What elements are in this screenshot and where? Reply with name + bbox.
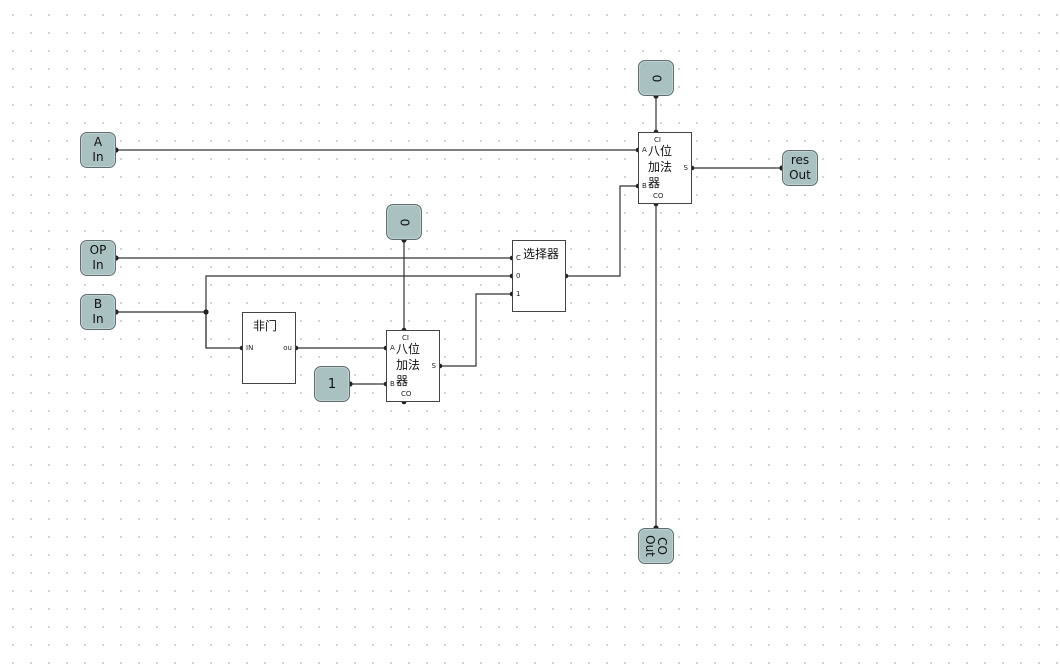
adder-top-port-a: A [642,146,647,154]
adder-top-title-line-3: 器 [648,176,661,190]
adder-mid-port-co: CO [401,390,412,398]
adder-mid-title-line-1: 八位 [396,342,421,356]
adder-mid-port-b: B [390,380,395,388]
wire-junction-to-not [205,312,242,349]
pin-op-dir: In [92,258,104,272]
input-pin-op[interactable]: OP In [80,240,116,276]
pin-res-dir: Out [789,168,811,182]
not-gate-title: 非门 [253,319,278,333]
not-gate-port-out: ou [283,344,292,352]
mux-port-0: 0 [516,272,521,280]
adder-mid-port-s: S [431,362,436,370]
adder-top-port-ci: CI [654,136,661,144]
input-pin-a[interactable]: A In [80,132,116,168]
pin-a-name: A [93,135,103,149]
constant-one[interactable]: 1 [314,366,350,402]
adder-mid-port-a: A [390,344,395,352]
adder-top-title-line-2: 加法 [648,160,673,174]
adder-top-port-s: S [683,164,688,172]
output-pin-co[interactable]: CO Out [638,528,674,564]
not-gate-port-in: IN [246,344,254,352]
wire-adder-mid-s-to-mux-1 [440,293,512,367]
constant-zero-mid-value: 0 [397,218,412,226]
adder-mid-title-line-2: 加法 [396,358,421,372]
adder-top-block[interactable]: CI 八位 加法 器 A B S CO [638,132,692,204]
wire-mux-to-adder-top-b [566,185,638,277]
pin-b-dir: In [92,312,104,326]
pin-a-dir: In [92,150,104,164]
pin-op-name: OP [89,243,107,257]
pin-co-name: CO [654,537,669,555]
not-gate-block[interactable]: 非门 IN ou [242,312,296,384]
adder-top-port-co: CO [653,192,664,200]
mux-port-c: C [516,254,521,262]
mux-title: 选择器 [523,247,560,261]
adder-top-title-line-1: 八位 [648,144,673,158]
pin-co-dir: Out [642,535,657,557]
constant-zero-top-value: 0 [649,74,664,82]
adder-top-title: 八位 加法 器 [648,144,688,190]
mux-port-1: 1 [516,290,521,298]
mux-block[interactable]: 选择器 C 0 1 [512,240,566,312]
adder-top-port-b: B [642,182,647,190]
output-pin-res[interactable]: res Out [782,150,818,186]
input-pin-b[interactable]: B In [80,294,116,330]
pin-b-name: B [93,297,103,311]
adder-mid-block[interactable]: CI 八位 加法 器 A B S CO [386,330,440,402]
pin-res-name: res [790,153,810,167]
constant-one-value: 1 [327,376,337,392]
adder-mid-port-ci: CI [402,334,409,342]
adder-mid-title: 八位 加法 器 [396,342,436,388]
constant-zero-mid[interactable]: 0 [386,204,422,240]
constant-zero-top[interactable]: 0 [638,60,674,96]
adder-mid-title-line-3: 器 [396,374,409,388]
